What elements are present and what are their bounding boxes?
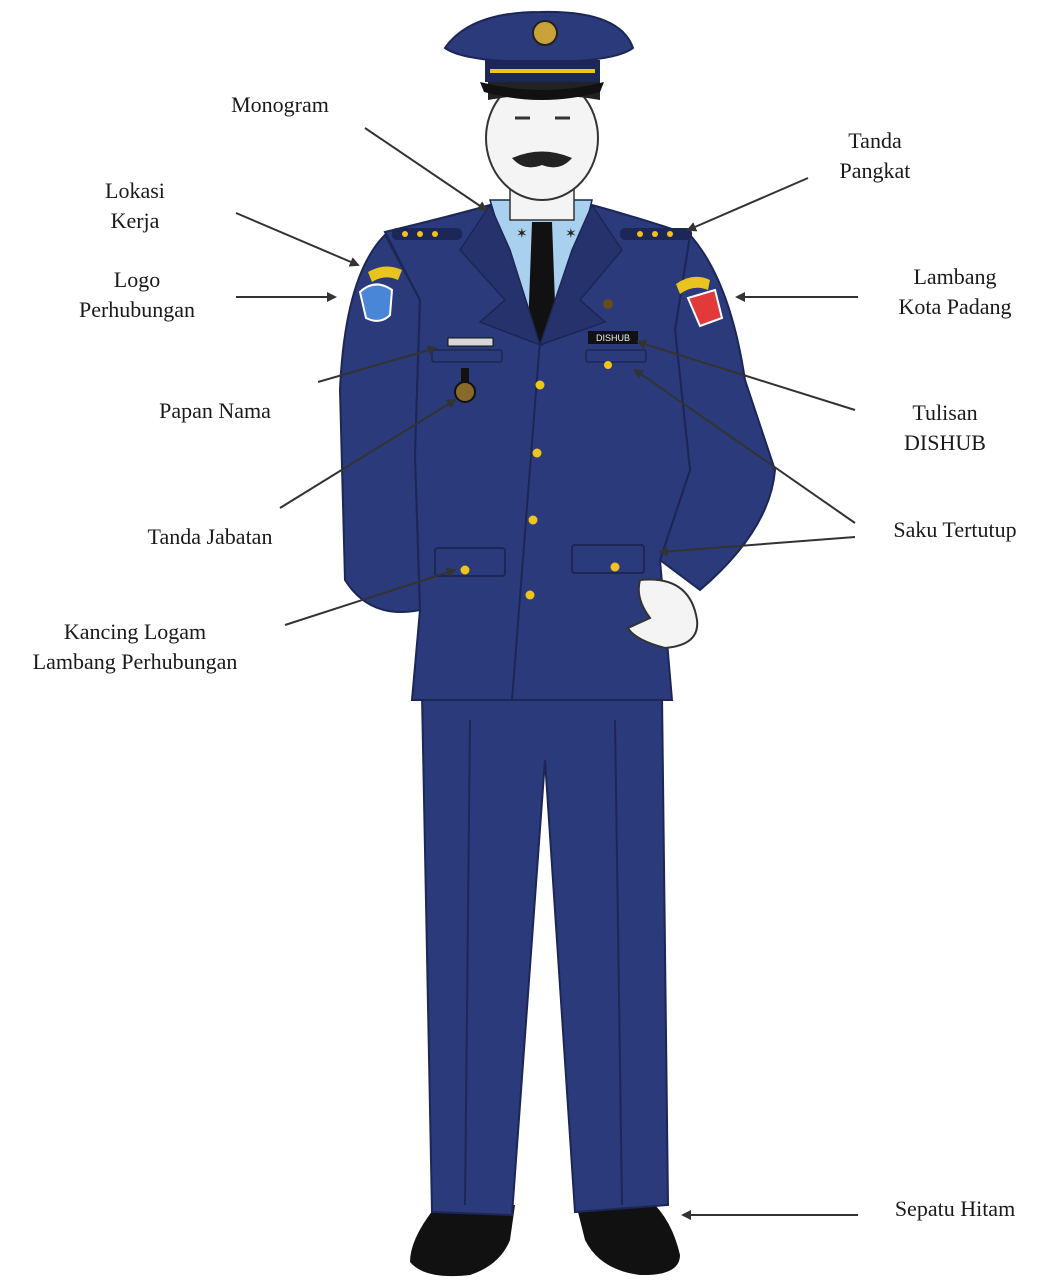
label-tanda-pangkat: Tanda Pangkat <box>810 126 940 186</box>
label-saku-tertutup: Saku Tertutup <box>872 515 1038 545</box>
name-plate <box>448 338 493 346</box>
label-tanda-jabatan: Tanda Jabatan <box>120 522 300 552</box>
label-kancing-logam: Kancing Logam Lambang Perhubungan <box>4 617 266 677</box>
label-papan-nama: Papan Nama <box>135 396 295 426</box>
trousers <box>422 695 668 1215</box>
label-monogram: Monogram <box>210 90 350 120</box>
svg-text:✶: ✶ <box>565 227 577 242</box>
dishub-plate-text: DISHUB <box>596 333 630 343</box>
label-sepatu-hitam: Sepatu Hitam <box>872 1194 1038 1224</box>
label-tulisan-dishub: Tulisan DISHUB <box>880 398 1010 458</box>
label-logo-perhubungan: Logo Perhubungan <box>62 265 212 325</box>
svg-text:✶: ✶ <box>516 227 528 242</box>
label-lokasi-kerja: Lokasi Kerja <box>75 176 195 236</box>
label-lambang-kota-padang: Lambang Kota Padang <box>880 262 1030 322</box>
